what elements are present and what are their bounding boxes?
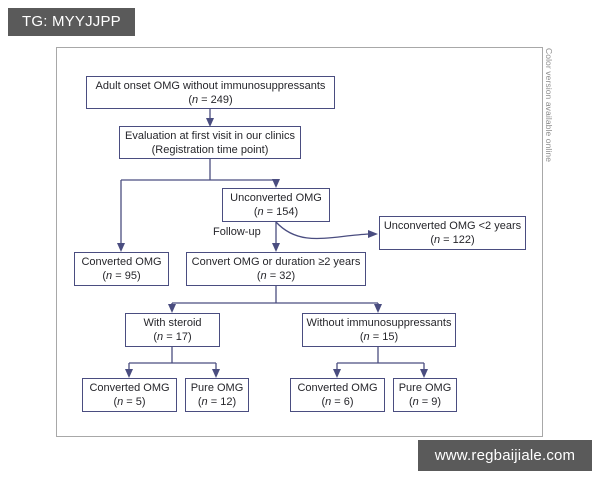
node-convert-omg-or-duration: Convert OMG or duration ≥2 years (n = 32… bbox=[186, 252, 366, 286]
node-converted-omg-6-count: (n = 6) bbox=[321, 396, 354, 408]
node-converted-omg-95-count: (n = 95) bbox=[102, 270, 141, 282]
color-version-note: Color version available online bbox=[544, 48, 554, 163]
node-without-immunosuppressants-title: Without immunosuppressants bbox=[306, 317, 452, 329]
watermark-top: TG: MYYJJPP bbox=[8, 8, 135, 36]
node-unconverted-omg-count: (n = 154) bbox=[253, 206, 299, 218]
node-pure-omg-9: Pure OMG (n = 9) bbox=[393, 378, 457, 412]
node-pure-omg-12-count: (n = 12) bbox=[197, 396, 237, 408]
node-unconverted-omg-title: Unconverted OMG bbox=[230, 192, 322, 204]
node-converted-omg-95: Converted OMG (n = 95) bbox=[74, 252, 169, 286]
node-converted-omg-6: Converted OMG (n = 6) bbox=[290, 378, 385, 412]
node-evaluation-count: (Registration time point) bbox=[151, 143, 269, 156]
node-unconverted-omg: Unconverted OMG (n = 154) bbox=[222, 188, 330, 222]
edge-label-follow-up: Follow-up bbox=[213, 226, 261, 238]
node-convert-omg-or-duration-count: (n = 32) bbox=[256, 270, 296, 282]
node-without-immunosuppressants-count: (n = 15) bbox=[359, 331, 399, 343]
node-with-steroid-title: With steroid bbox=[143, 317, 202, 329]
node-evaluation: Evaluation at first visit in our clinics… bbox=[119, 126, 301, 159]
node-pure-omg-9-title: Pure OMG bbox=[398, 382, 452, 394]
node-pure-omg-12: Pure OMG (n = 12) bbox=[185, 378, 249, 412]
node-converted-omg-5-title: Converted OMG bbox=[89, 382, 170, 394]
node-evaluation-title: Evaluation at first visit in our clinics bbox=[125, 129, 295, 142]
node-converted-omg-5-count: (n = 5) bbox=[113, 396, 146, 408]
node-adult-onset-count: (n = 249) bbox=[188, 93, 233, 106]
node-pure-omg-12-title: Pure OMG bbox=[190, 382, 244, 394]
node-unconverted-omg-lt2years-title: Unconverted OMG <2 years bbox=[383, 220, 522, 232]
node-with-steroid: With steroid (n = 17) bbox=[125, 313, 220, 347]
node-unconverted-omg-lt2years-count: (n = 122) bbox=[430, 234, 475, 246]
node-adult-onset: Adult onset OMG without immunosuppressan… bbox=[86, 76, 335, 109]
node-converted-omg-95-title: Converted OMG bbox=[81, 256, 162, 268]
node-convert-omg-or-duration-title: Convert OMG or duration ≥2 years bbox=[191, 256, 361, 268]
node-converted-omg-6-title: Converted OMG bbox=[297, 382, 378, 394]
node-adult-onset-title: Adult onset OMG without immunosuppressan… bbox=[95, 79, 326, 92]
node-pure-omg-9-count: (n = 9) bbox=[408, 396, 442, 408]
node-without-immunosuppressants: Without immunosuppressants (n = 15) bbox=[302, 313, 456, 347]
node-with-steroid-count: (n = 17) bbox=[153, 331, 192, 343]
node-unconverted-omg-lt2years: Unconverted OMG <2 years (n = 122) bbox=[379, 216, 526, 250]
node-converted-omg-5: Converted OMG (n = 5) bbox=[82, 378, 177, 412]
watermark-bottom: www.regbaijiale.com bbox=[418, 440, 592, 471]
